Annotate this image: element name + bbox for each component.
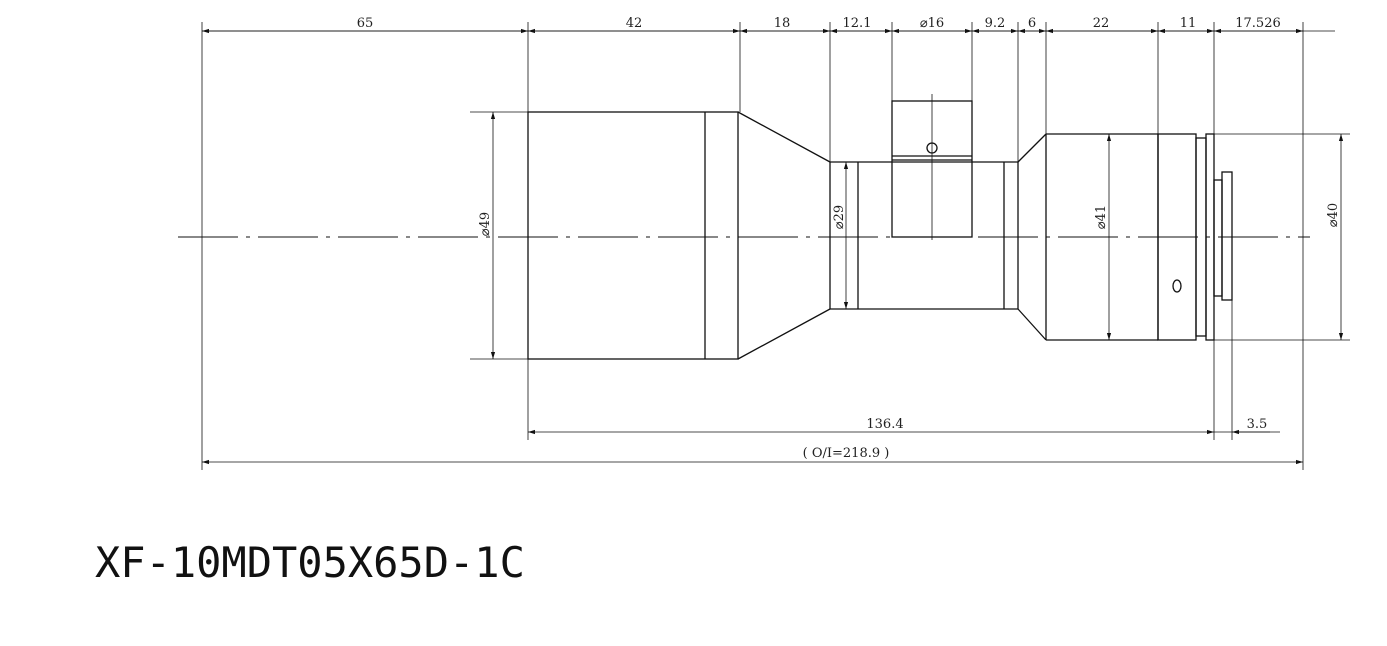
dim-12-1: 12.1	[843, 16, 872, 31]
diameter-dimensions: ⌀49 ⌀29 ⌀41 ⌀40	[478, 112, 1344, 359]
dim-17-526: 17.526	[1235, 16, 1281, 31]
dim-dia-41: ⌀41	[1094, 205, 1109, 229]
bottom-dimensions: 136.4 3.5 ( O/I=218.9 )	[202, 417, 1303, 465]
dim-65: 65	[357, 16, 374, 31]
lens-body	[527, 94, 1233, 360]
dim-42: 42	[626, 16, 643, 31]
dim-9-2: 9.2	[985, 16, 1006, 31]
dim-136-4: 136.4	[866, 417, 903, 432]
dim-6: 6	[1028, 16, 1036, 31]
extension-lines	[201, 22, 1350, 470]
dim-dia-16: ⌀16	[920, 16, 944, 31]
dim-dia-29: ⌀29	[832, 205, 847, 229]
dim-dia-49: ⌀49	[478, 212, 493, 236]
top-dimension-chain: 65 42 18 12.1 ⌀16 9.2 6 22 11 17.526	[202, 16, 1335, 34]
dim-3-5: 3.5	[1247, 417, 1268, 432]
dim-total-oi: ( O/I=218.9 )	[803, 446, 890, 461]
dim-dia-40: ⌀40	[1326, 203, 1341, 227]
dim-22: 22	[1093, 16, 1110, 31]
dim-11: 11	[1180, 16, 1197, 31]
dim-18: 18	[774, 16, 791, 31]
model-number-label: XF-10MDT05X65D-1C	[95, 538, 525, 587]
